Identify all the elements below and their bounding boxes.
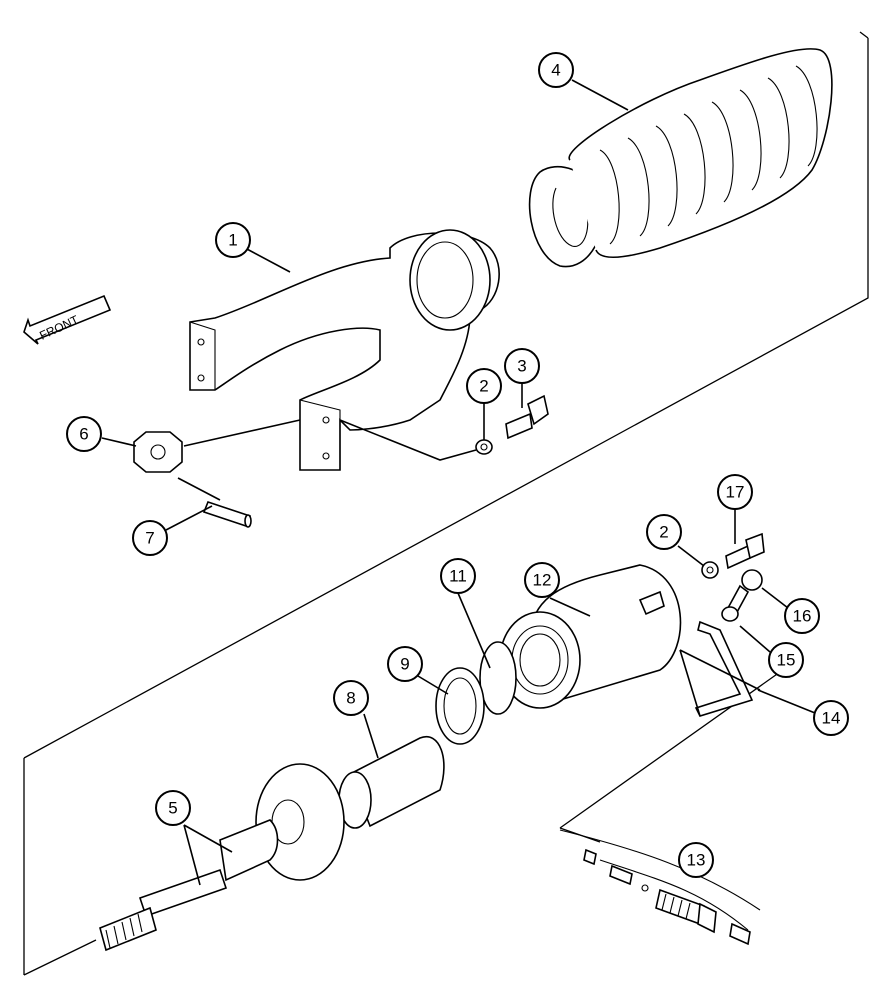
castle-nut <box>133 431 183 473</box>
callout-5-label: 5 <box>168 799 177 818</box>
lower-assembly-plane <box>23 758 97 976</box>
cylinder <box>499 564 682 709</box>
callout-2b: 2 <box>646 514 682 550</box>
callout-17-label: 17 <box>726 483 745 502</box>
callout-11: 11 <box>440 558 476 594</box>
leader-14 <box>757 689 816 714</box>
bolt-axis-line <box>339 419 477 461</box>
callout-3: 3 <box>504 348 540 384</box>
grease-valve <box>559 829 761 946</box>
callout-1: 1 <box>215 222 251 258</box>
o-ring <box>479 641 517 715</box>
callout-8: 8 <box>333 680 369 716</box>
callout-16-label: 16 <box>793 607 812 626</box>
leader-1 <box>244 247 291 273</box>
callout-7-label: 7 <box>145 529 154 548</box>
seal <box>435 667 485 745</box>
callout-12-label: 12 <box>533 571 552 590</box>
callout-4-label: 4 <box>551 61 560 80</box>
callout-17: 17 <box>717 474 753 510</box>
callout-11-label: 11 <box>449 567 467 586</box>
callout-4: 4 <box>538 52 574 88</box>
leader-6 <box>101 437 137 447</box>
washer-lower <box>701 561 719 579</box>
nut-axis-line <box>183 419 301 447</box>
callout-6-label: 6 <box>79 425 88 444</box>
piston <box>338 735 445 829</box>
bolt-upper <box>505 394 549 440</box>
washer-15 <box>721 606 739 622</box>
leader-5 <box>183 824 233 886</box>
leader-15 <box>739 625 771 653</box>
leader-8 <box>363 713 379 759</box>
upper-assembly-plane <box>23 31 869 759</box>
callout-2a-label: 2 <box>479 377 488 396</box>
callout-2b-label: 2 <box>659 523 668 542</box>
callout-3-label: 3 <box>517 357 526 376</box>
bracket-guide-lines <box>679 649 761 717</box>
pin-axis-line <box>177 477 221 501</box>
callout-16: 16 <box>784 598 820 634</box>
leader-7 <box>165 505 213 531</box>
yoke <box>189 229 500 471</box>
leader-11 <box>457 592 491 669</box>
callout-2a: 2 <box>466 368 502 404</box>
bolt-17 <box>725 532 765 570</box>
recoil-spring <box>528 48 833 268</box>
callout-1-label: 1 <box>228 231 237 250</box>
callout-12: 12 <box>524 562 560 598</box>
callout-15: 15 <box>768 642 804 678</box>
callout-5: 5 <box>155 790 191 826</box>
leader-4 <box>571 79 629 111</box>
callout-14: 14 <box>813 700 849 736</box>
rod <box>99 763 345 952</box>
leader-2b <box>677 545 705 567</box>
leader-16 <box>761 587 789 609</box>
callout-7: 7 <box>132 520 168 556</box>
front-direction-arrow: FRONT <box>23 294 112 345</box>
leader-12 <box>549 597 591 617</box>
bracket <box>694 620 754 717</box>
leader-9 <box>417 675 449 695</box>
callout-13-label: 13 <box>687 851 706 870</box>
washer-upper <box>475 439 493 455</box>
callout-14-label: 14 <box>822 709 841 728</box>
callout-6: 6 <box>66 416 102 452</box>
callout-9-label: 9 <box>400 655 409 674</box>
callout-13: 13 <box>678 842 714 878</box>
callout-8-label: 8 <box>346 689 355 708</box>
callout-9: 9 <box>387 646 423 682</box>
callout-15-label: 15 <box>777 651 796 670</box>
